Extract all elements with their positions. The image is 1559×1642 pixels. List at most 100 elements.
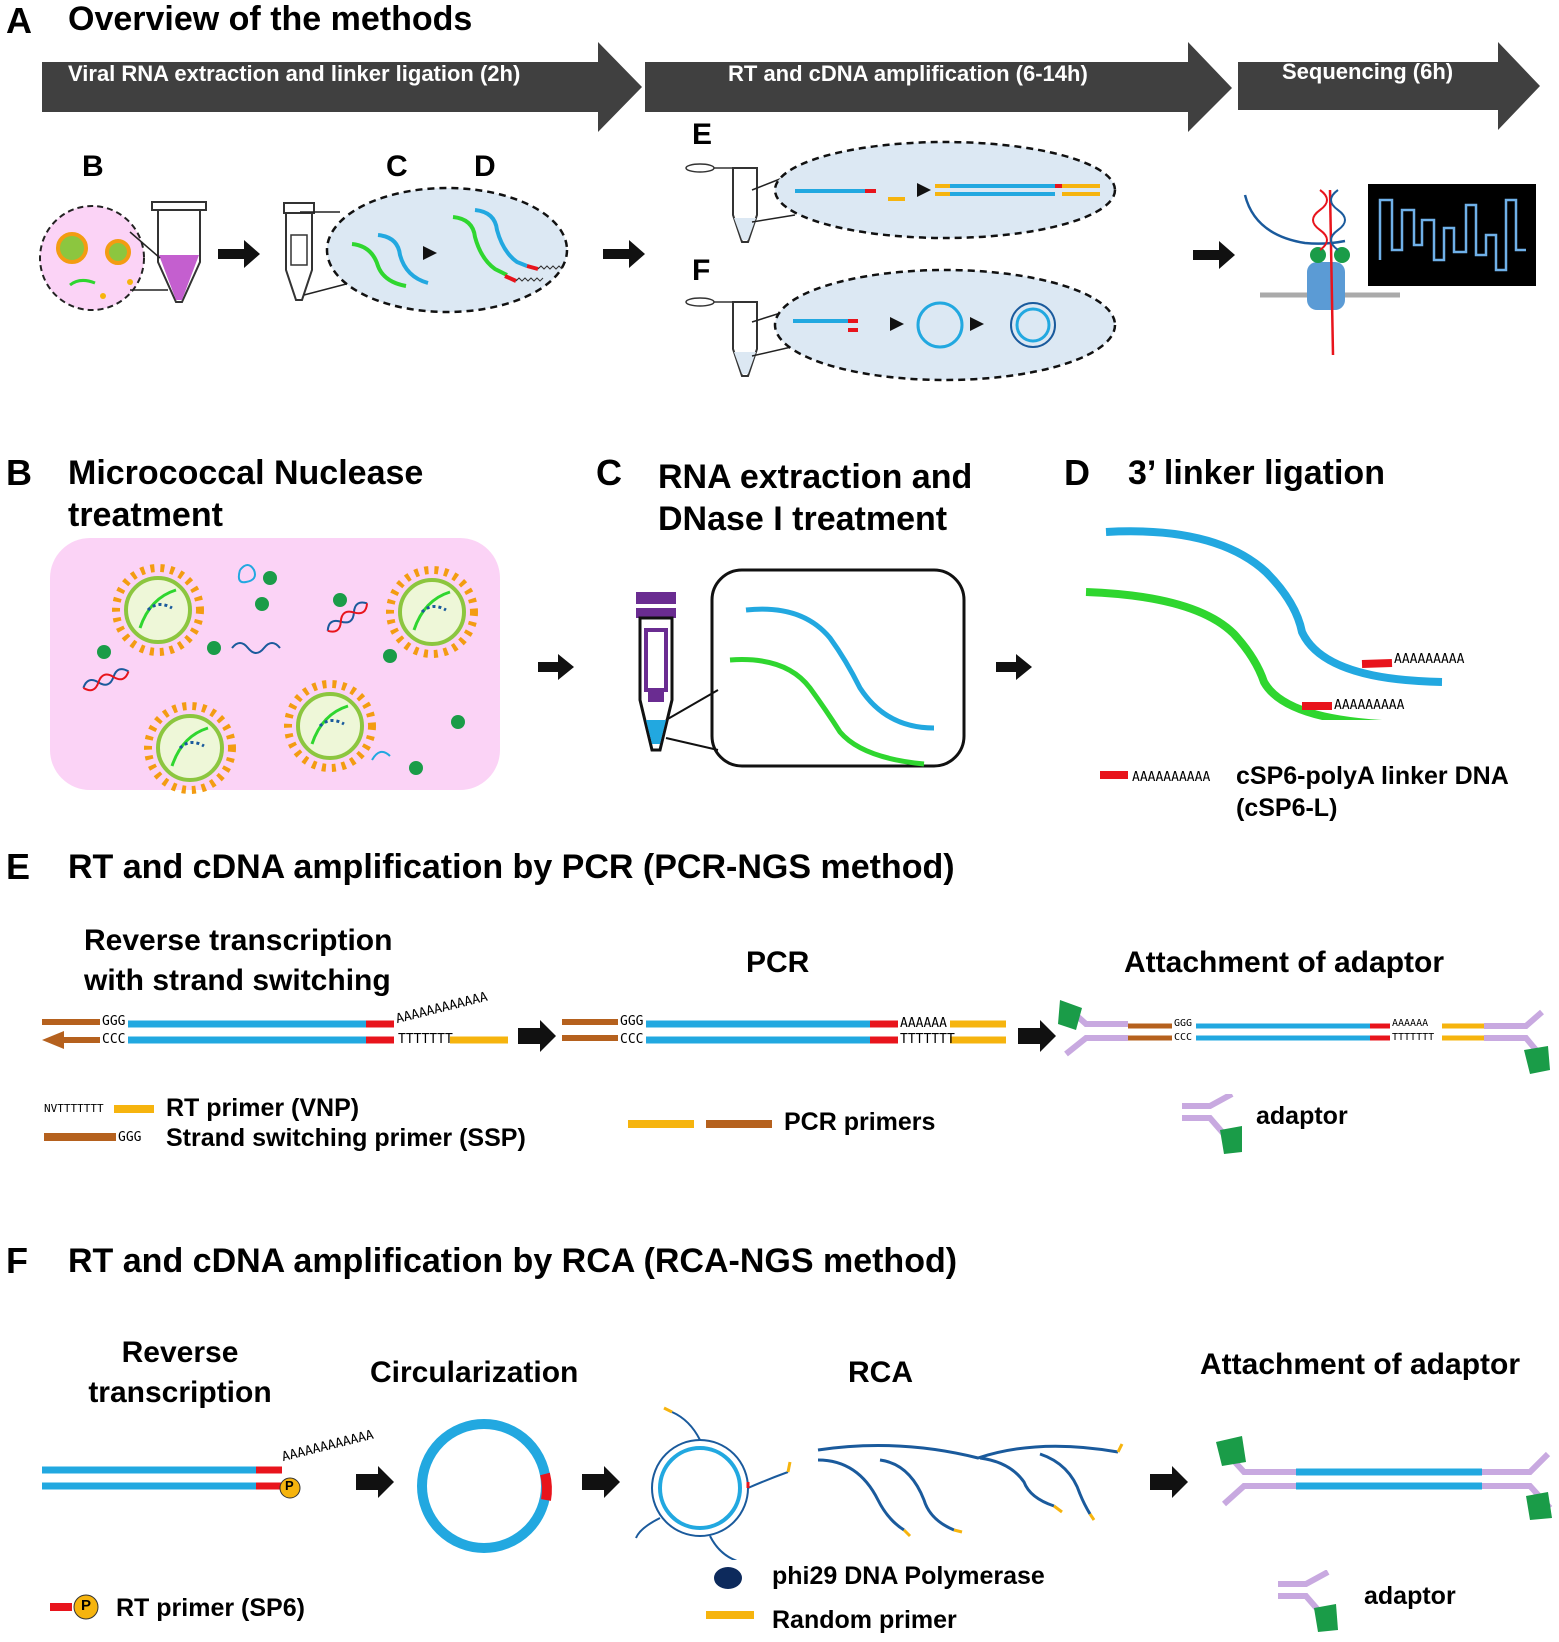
overview-oval-cd (325, 186, 569, 314)
e2-ggg: GGG (620, 1014, 644, 1029)
virus-particle (284, 680, 376, 772)
column-tube-purple (636, 592, 676, 752)
panel-d-title: 3’ linker ligation (1128, 454, 1385, 492)
panel-d-graphics (1085, 527, 1443, 720)
legend-linker-seq: AAAAAAAAAA (1132, 770, 1211, 785)
f-step2: Circularization (370, 1356, 579, 1389)
zoom-box (710, 568, 966, 768)
signal-trace (1368, 184, 1536, 286)
panel-b-title-2: treatment (68, 496, 223, 534)
panel-c-title-1: RNA extraction and (658, 458, 973, 496)
overview-dish (39, 205, 145, 311)
banner-3-label: Sequencing (6h) (1282, 59, 1454, 84)
virus-particle (112, 564, 204, 656)
panel-e-title: RT and cDNA amplification by PCR (PCR-NG… (68, 848, 955, 886)
overview-arrow-1 (218, 240, 260, 268)
banner-arrow-3 (1238, 42, 1540, 130)
overview-label-e: E (692, 118, 713, 151)
legend-pcr-swatches (628, 1120, 772, 1128)
e2-ccc: CCC (620, 1032, 644, 1047)
e-step1-line2: with strand switching (84, 964, 391, 997)
polya-blue: AAAAAAAAA (1394, 652, 1465, 667)
nanopore-graphic (1243, 189, 1400, 356)
panel-e-graphics (42, 1000, 1550, 1074)
circularized-cdna (417, 1419, 551, 1553)
panel-b-title-1: Micrococcal Nuclease (68, 454, 424, 492)
overview-label-f: F (692, 254, 711, 287)
legend-vnp-label: RT primer (VNP) (166, 1094, 360, 1122)
overview-label-d: D (474, 150, 496, 183)
overview-label-b: B (82, 150, 104, 183)
green-rna-strand (1085, 588, 1383, 720)
overview-tube-e (685, 163, 758, 243)
overview-arrow-3 (1193, 241, 1235, 269)
panel-bc-arrow (538, 654, 574, 680)
panel-a-letter: A (6, 0, 32, 41)
virus-particle (386, 566, 478, 658)
panel-cd-arrow (996, 654, 1032, 680)
legend-random-swatch (706, 1611, 754, 1619)
virus-particle (144, 702, 236, 794)
legend-adaptor-label-e: adaptor (1256, 1102, 1348, 1130)
e1-ggg: GGG (102, 1014, 126, 1029)
overview-tube-f (685, 297, 758, 377)
e3-ccc: CCC (1174, 1032, 1193, 1043)
e-step2: PCR (746, 946, 810, 979)
phosphate-icon (279, 1477, 301, 1499)
legend-adaptor-icon-e (1182, 1094, 1242, 1154)
panel-f-letter: F (6, 1240, 28, 1281)
panel-b-letter: B (6, 452, 32, 493)
legend-ssp-label: Strand switching primer (SSP) (166, 1124, 526, 1152)
legend-phi29-icon (714, 1567, 742, 1589)
e1-ccc: CCC (102, 1032, 126, 1047)
legend-sp6-p: P (81, 1597, 92, 1614)
panel-a-title: Overview of the methods (68, 0, 473, 38)
e3-ggg: GGG (1174, 1018, 1193, 1029)
f1-phosphate-label: P (285, 1478, 294, 1493)
banner-1-label: Viral RNA extraction and linker ligation… (68, 61, 521, 86)
f-step4: Attachment of adaptor (1200, 1348, 1521, 1381)
polya-green: AAAAAAAAA (1334, 698, 1405, 713)
panel-d-letter: D (1064, 452, 1090, 493)
linker-blue (1361, 659, 1393, 668)
legend-vnp-seq: NVTTTTTTT (44, 1102, 104, 1115)
banner-arrow-2 (645, 42, 1232, 132)
f-step1-line2: transcription (88, 1376, 272, 1409)
e-step3: Attachment of adaptor (1124, 946, 1445, 979)
panel-b-graphics (50, 538, 500, 794)
legend-random-label: Random primer (772, 1606, 957, 1634)
legend-ssp-swatch (44, 1133, 116, 1141)
panel-c-graphics (636, 568, 966, 768)
legend-sp6-label: RT primer (SP6) (116, 1594, 305, 1622)
banner-arrow-1 (42, 42, 642, 132)
e2-polya: AAAAAA (900, 1016, 947, 1031)
legend-ssp-seq: GGG (118, 1130, 142, 1145)
legend-linker-label-1: cSP6-polyA linker DNA (1236, 762, 1509, 790)
banner-2-label: RT and cDNA amplification (6-14h) (728, 61, 1088, 86)
legend-linker-label-2: (cSP6-L) (1236, 794, 1338, 822)
legend-adaptor-icon-f (1278, 1570, 1338, 1632)
panel-c-title-2: DNase I treatment (658, 500, 948, 538)
legend-phi29-label: phi29 DNA Polymerase (772, 1562, 1045, 1590)
blue-rna-strand (1105, 527, 1443, 686)
f-step3: RCA (848, 1356, 913, 1389)
panel-f-title: RT and cDNA amplification by RCA (RCA-NG… (68, 1242, 958, 1280)
panel-f-graphics (42, 1406, 1553, 1560)
overview-label-c: C (386, 150, 408, 183)
overview-oval-e (773, 140, 1117, 240)
legend-adaptor-label-f: adaptor (1364, 1582, 1456, 1610)
overview-tube-column (283, 202, 315, 301)
e3-polyt: TTTTTTT (1392, 1032, 1435, 1043)
overview-oval-f (773, 268, 1117, 382)
overview-arrow-2 (603, 240, 645, 268)
e1-polyt: TTTTTTT (398, 1032, 453, 1047)
panel-a-graphics (39, 42, 1540, 382)
legend-sp6-icon (50, 1594, 99, 1620)
f-step1-line1: Reverse (121, 1336, 239, 1369)
e-step1-line1: Reverse transcription (84, 924, 393, 957)
legend-vnp-swatch (114, 1105, 154, 1113)
legend-linker-swatch (1100, 771, 1128, 779)
panel-e-letter: E (6, 846, 31, 887)
e2-polyt: TTTTTTT (900, 1032, 955, 1047)
panel-c-letter: C (596, 452, 622, 493)
